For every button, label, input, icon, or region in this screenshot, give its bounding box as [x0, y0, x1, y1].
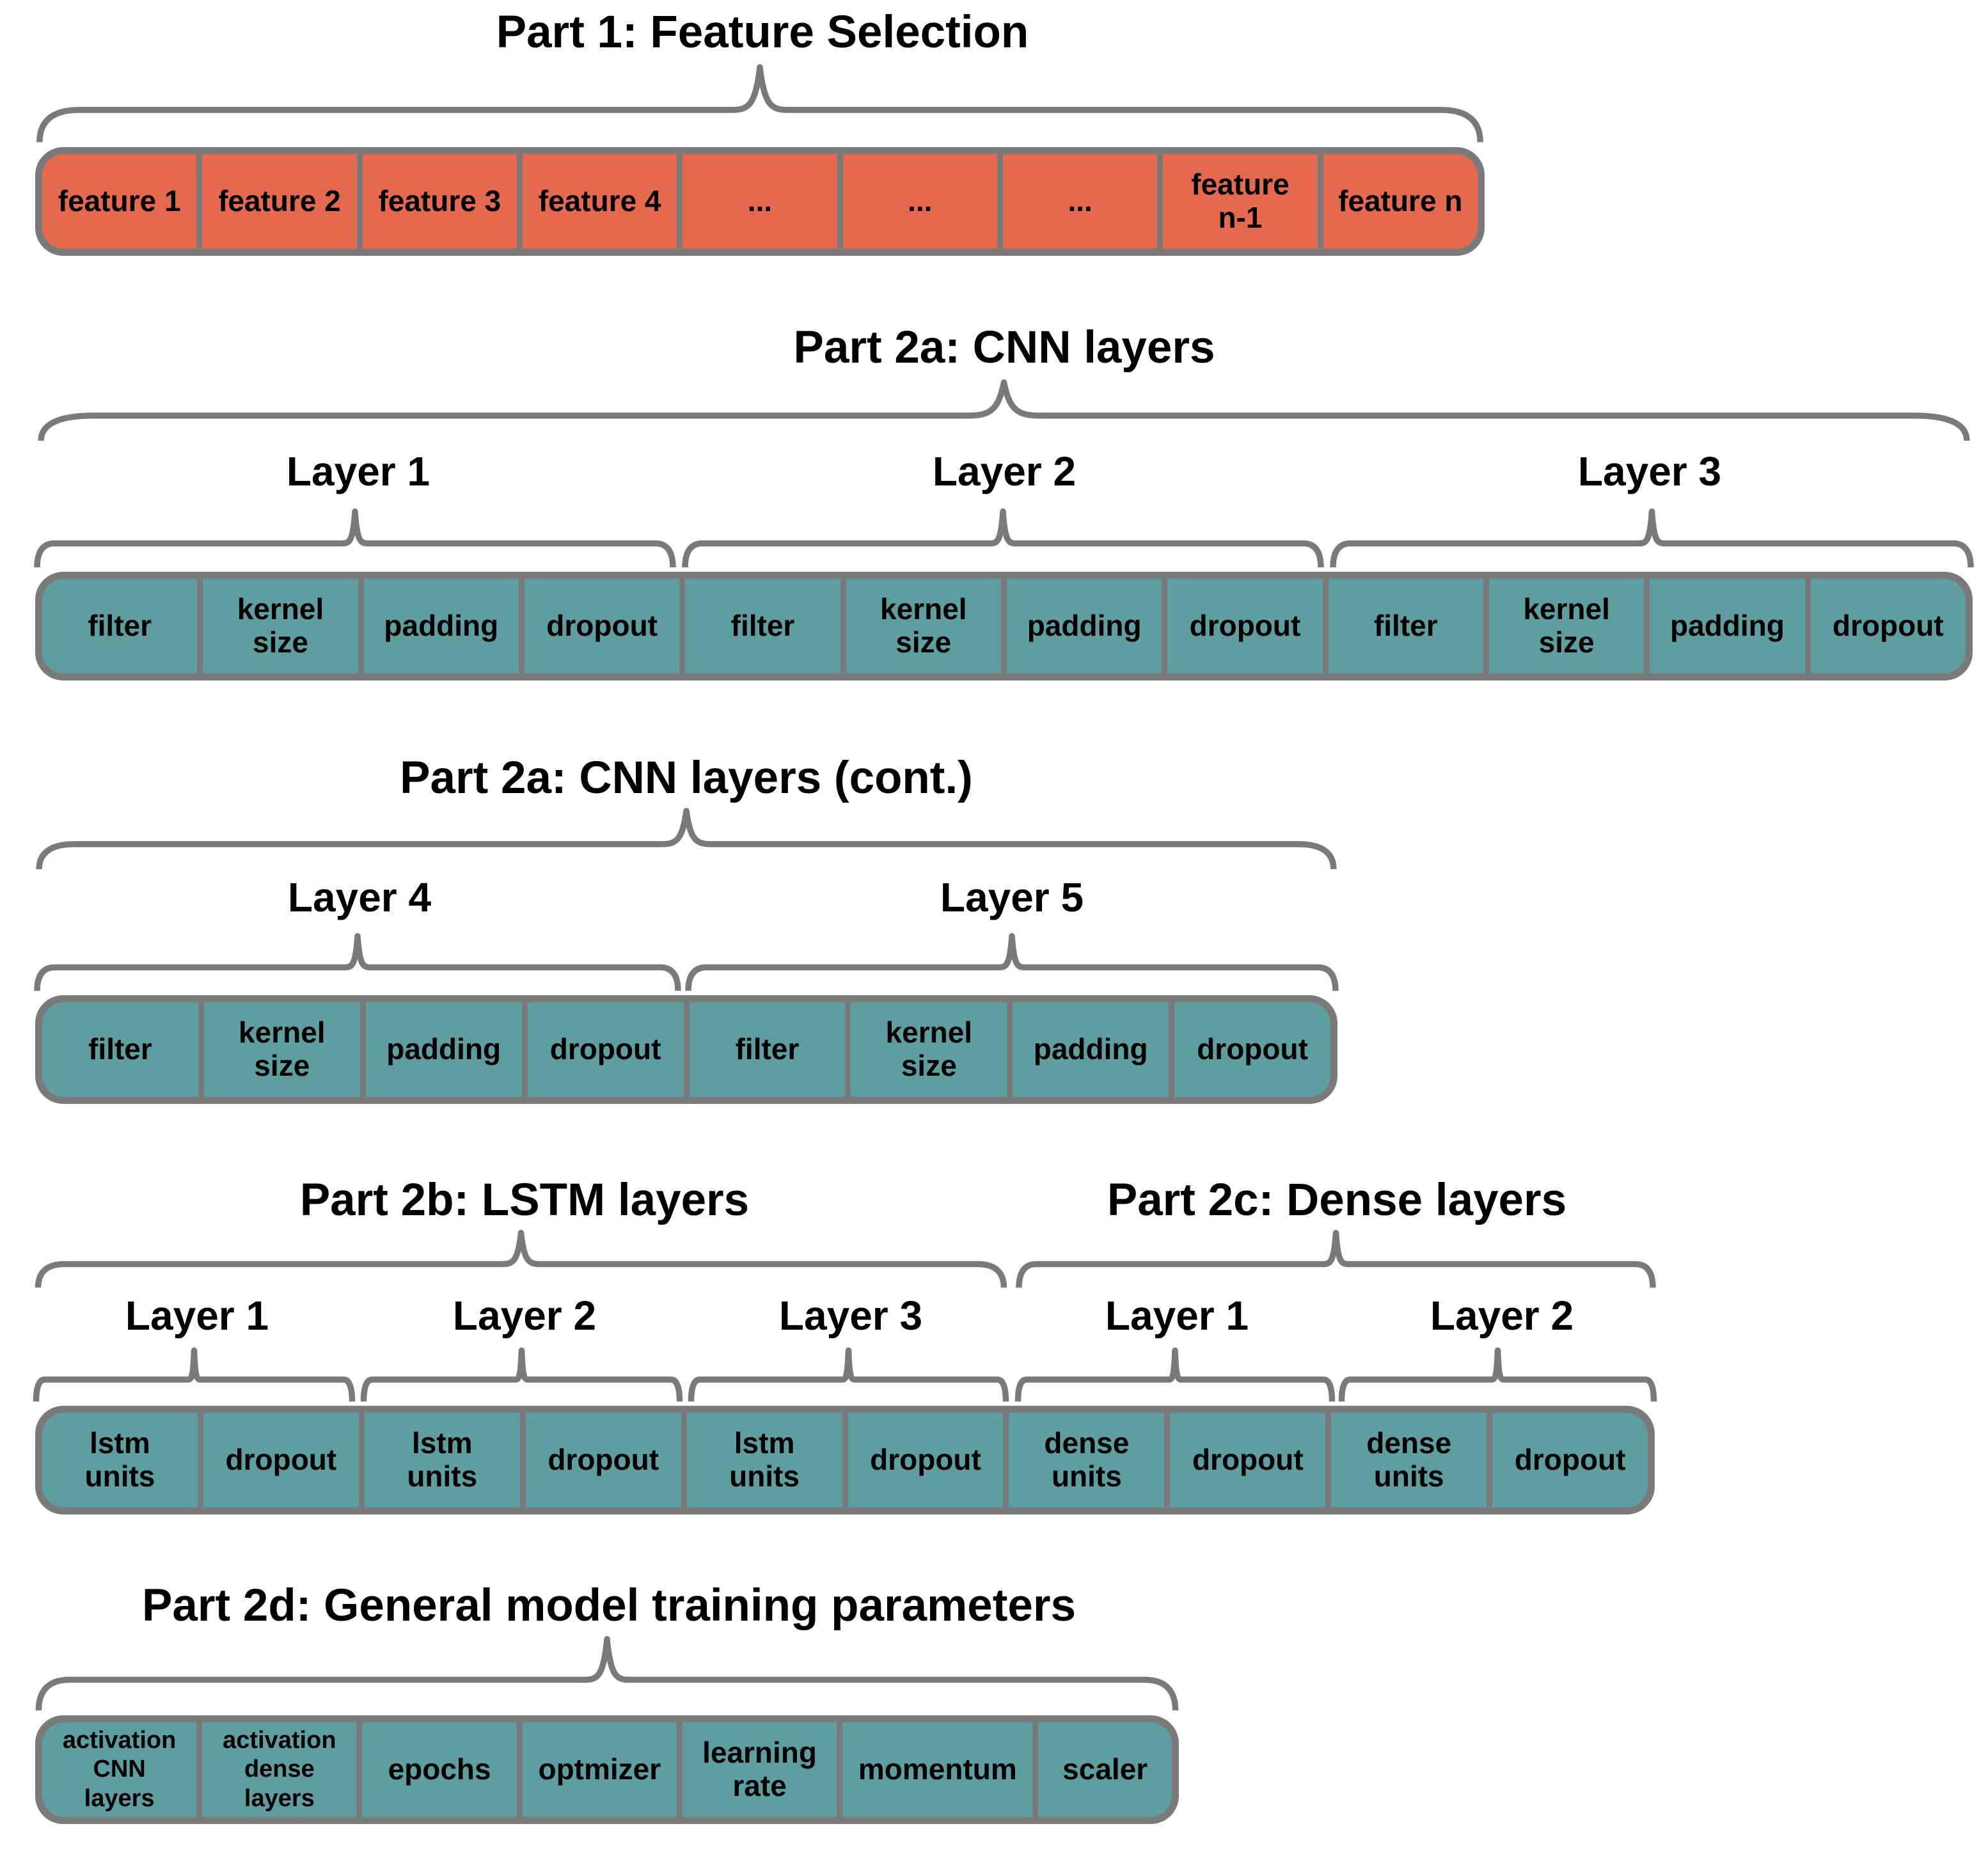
cell-feature-n: feature n	[1323, 154, 1478, 249]
part2c-title: Part 2c: Dense layers	[1107, 1175, 1567, 1225]
part2c-brace	[1017, 1231, 1655, 1289]
part2a-cont-title: Part 2a: CNN layers (cont.)	[400, 753, 973, 803]
cnn-layer5-label: Layer 5	[940, 874, 1084, 920]
cell-cnn5-kernel-size: kernel size	[851, 1002, 1007, 1097]
part2a-brace	[35, 380, 1973, 443]
lstm-dense-params-row: lstm units dropout lstm units dropout ls…	[35, 1406, 1655, 1515]
part1-brace	[35, 64, 1485, 145]
cell-cnn1-filter: filter	[42, 579, 198, 673]
lstm-layer1-brace	[35, 1348, 353, 1403]
cell-cnn5-padding: padding	[1013, 1002, 1169, 1097]
cell-cnn2-kernel-size: kernel size	[846, 579, 1001, 673]
cell-cnn3-padding: padding	[1650, 579, 1805, 673]
cell-cnn4-padding: padding	[365, 1002, 522, 1097]
cnn-layer1-brace	[35, 509, 675, 569]
training-params-row: activation CNN layers activation dense l…	[35, 1715, 1179, 1824]
cnn-layer5-brace	[686, 934, 1337, 993]
cell-cnn5-dropout: dropout	[1174, 1002, 1330, 1097]
cnn-layer2-brace	[683, 509, 1323, 569]
lstm-layer3-brace	[690, 1348, 1007, 1403]
cell-feature-2: feature 2	[202, 154, 357, 249]
cell-lstm1-dropout: dropout	[203, 1413, 359, 1507]
cnn-layer1-label: Layer 1	[286, 448, 430, 494]
cell-dense2-units: dense units	[1331, 1413, 1487, 1507]
cell-dense1-dropout: dropout	[1170, 1413, 1326, 1507]
cell-cnn2-filter: filter	[685, 579, 840, 673]
cell-optimizer: optmizer	[522, 1722, 677, 1817]
part2d-title: Part 2d: General model training paramete…	[142, 1580, 1076, 1631]
cell-feature-3: feature 3	[362, 154, 517, 249]
part1-title: Part 1: Feature Selection	[496, 7, 1029, 58]
cell-lstm2-dropout: dropout	[525, 1413, 681, 1507]
part2b-brace	[35, 1231, 1007, 1289]
dense-layer2-label: Layer 2	[1430, 1293, 1574, 1339]
cell-lstm1-units: lstm units	[42, 1413, 198, 1507]
cell-cnn4-filter: filter	[42, 1002, 198, 1097]
cnn-layer3-brace	[1331, 509, 1973, 569]
cell-activation-cnn-layers: activation CNN layers	[42, 1722, 197, 1817]
cell-lstm3-dropout: dropout	[848, 1413, 1004, 1507]
cell-dense1-units: dense units	[1009, 1413, 1165, 1507]
cell-cnn1-kernel-size: kernel size	[203, 579, 358, 673]
dense-layer1-label: Layer 1	[1105, 1293, 1249, 1339]
cell-ellipsis-3: ...	[1002, 154, 1158, 249]
cnn-cont-params-row: filter kernel size padding dropout filte…	[35, 995, 1337, 1104]
part2a-cont-brace	[35, 808, 1337, 871]
lstm-layer1-label: Layer 1	[125, 1293, 269, 1339]
cell-feature-n-1: feature n-1	[1163, 154, 1318, 249]
cell-learning-rate: learning rate	[682, 1722, 837, 1817]
part2d-brace	[35, 1636, 1179, 1713]
lstm-layer3-label: Layer 3	[778, 1293, 923, 1339]
cell-cnn4-kernel-size: kernel size	[203, 1002, 360, 1097]
feature-row: feature 1 feature 2 feature 3 feature 4 …	[35, 147, 1485, 256]
cnn-layer3-label: Layer 3	[1577, 448, 1722, 494]
lstm-layer2-label: Layer 2	[452, 1293, 597, 1339]
cell-ellipsis-1: ...	[682, 154, 837, 249]
cell-lstm2-units: lstm units	[364, 1413, 520, 1507]
part2a-title: Part 2a: CNN layers	[793, 322, 1215, 373]
cell-ellipsis-2: ...	[842, 154, 997, 249]
cell-cnn2-dropout: dropout	[1167, 579, 1323, 673]
dense-layer1-brace	[1017, 1348, 1333, 1403]
cell-cnn1-dropout: dropout	[524, 579, 680, 673]
cell-cnn2-padding: padding	[1006, 579, 1162, 673]
cell-dense2-dropout: dropout	[1492, 1413, 1648, 1507]
cnn-params-row: filter kernel size padding dropout filte…	[35, 572, 1973, 681]
cell-cnn4-dropout: dropout	[527, 1002, 684, 1097]
cnn-layer4-brace	[35, 934, 680, 993]
part2b-title: Part 2b: LSTM layers	[299, 1175, 750, 1225]
cell-activation-dense-layers: activation dense layers	[202, 1722, 357, 1817]
lstm-layer2-brace	[363, 1348, 681, 1403]
cnn-layer2-label: Layer 2	[932, 448, 1077, 494]
cell-epochs: epochs	[362, 1722, 517, 1817]
cnn-layer4-label: Layer 4	[287, 874, 432, 920]
cell-cnn3-filter: filter	[1328, 579, 1483, 673]
dense-layer2-brace	[1341, 1348, 1655, 1403]
cell-scaler: scaler	[1038, 1722, 1172, 1817]
cell-lstm3-units: lstm units	[686, 1413, 842, 1507]
cell-feature-4: feature 4	[522, 154, 677, 249]
cell-momentum: momentum	[842, 1722, 1033, 1817]
cell-cnn3-kernel-size: kernel size	[1488, 579, 1645, 673]
cell-feature-1: feature 1	[42, 154, 197, 249]
cell-cnn3-dropout: dropout	[1810, 579, 1966, 673]
cell-cnn1-padding: padding	[363, 579, 519, 673]
cell-cnn5-filter: filter	[689, 1002, 846, 1097]
